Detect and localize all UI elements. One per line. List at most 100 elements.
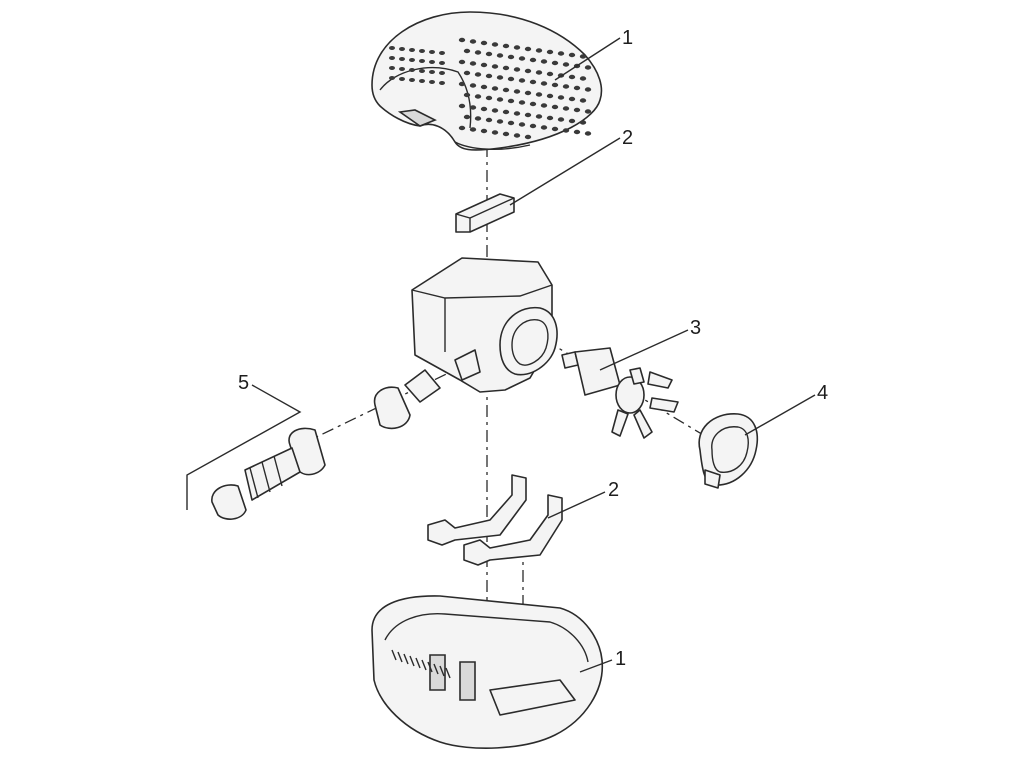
vent-hole <box>439 51 445 55</box>
vent-slot <box>403 653 409 665</box>
vent-hole <box>573 85 581 91</box>
vent-hole <box>463 92 471 98</box>
vent-slot <box>397 651 403 663</box>
vent-hole <box>513 67 521 72</box>
vent-hole <box>419 69 425 73</box>
vent-hole <box>573 107 581 113</box>
bottom-cover <box>371 595 604 749</box>
vent-hole <box>513 111 521 116</box>
vent-hole <box>399 77 405 81</box>
vent-hole <box>551 126 559 132</box>
vent-hole <box>513 89 521 94</box>
vent-hole <box>429 70 435 74</box>
vent-hole <box>502 43 510 49</box>
vent-hole <box>584 87 592 92</box>
vent-hole <box>439 81 445 85</box>
vent-hole <box>463 48 471 54</box>
vent-hole <box>480 128 488 134</box>
impeller-cap <box>698 413 759 489</box>
vent-hole <box>458 125 466 131</box>
vent-hole <box>540 81 548 86</box>
vent-hole <box>568 74 576 80</box>
vent-hole <box>535 70 543 75</box>
vent-slot <box>439 665 445 677</box>
vent-hole <box>529 79 537 85</box>
vent-hole <box>551 104 559 110</box>
vent-hole <box>474 50 482 55</box>
vent-hole <box>463 70 471 76</box>
top-cover-vent-holes <box>389 37 592 140</box>
vent-hole <box>496 97 504 102</box>
vent-hole <box>399 67 405 71</box>
vent-hole <box>524 90 532 96</box>
bracket-top <box>455 193 515 233</box>
vent-hole <box>458 37 466 43</box>
vent-slot <box>445 667 451 679</box>
vent-hole <box>524 112 532 118</box>
callout-impeller: 3 <box>690 317 701 339</box>
vent-hole <box>573 129 581 135</box>
vent-hole <box>480 40 488 46</box>
vent-hole <box>389 56 395 60</box>
vent-hole <box>469 83 477 88</box>
vent-hole <box>474 94 482 99</box>
vent-hole <box>485 117 493 123</box>
vent-hole <box>551 60 559 66</box>
top-cover <box>371 11 603 151</box>
vent-slot <box>415 657 421 669</box>
vent-hole <box>529 101 537 107</box>
vent-hole <box>469 61 477 66</box>
vent-hole <box>507 76 515 82</box>
vent-hole <box>491 108 499 113</box>
vent-hole <box>491 86 499 91</box>
vent-hole <box>469 39 477 44</box>
vent-hole <box>491 42 499 47</box>
vent-hole <box>540 103 548 108</box>
vent-hole <box>419 59 425 63</box>
vent-hole <box>399 57 405 61</box>
vent-hole <box>496 75 504 80</box>
vent-hole <box>562 62 570 67</box>
vent-hole <box>535 114 543 119</box>
vent-hole <box>513 133 521 138</box>
vent-hole <box>551 82 559 88</box>
vent-hole <box>485 51 493 57</box>
vent-hole <box>524 68 532 74</box>
callout-leaders <box>186 37 816 673</box>
vent-hole <box>540 59 548 64</box>
vent-hole <box>469 127 477 132</box>
vent-hole <box>458 59 466 65</box>
vent-hole <box>389 76 395 80</box>
vent-hole <box>502 65 510 71</box>
vent-hole <box>546 93 554 99</box>
vent-slot <box>433 663 439 675</box>
vent-hole <box>496 119 504 124</box>
vent-hole <box>474 116 482 121</box>
vent-hole <box>439 71 445 75</box>
vent-hole <box>409 68 415 72</box>
vent-hole <box>485 73 493 79</box>
vent-hole <box>579 120 587 125</box>
vent-hole <box>409 78 415 82</box>
vent-hole <box>524 134 532 140</box>
vent-hole <box>409 58 415 62</box>
vent-hole <box>568 96 576 102</box>
vent-hole <box>584 109 592 114</box>
vent-hole <box>429 80 435 84</box>
callout-labels: 1 2 3 4 5 2 1 <box>238 27 828 670</box>
pump-housing <box>411 257 558 393</box>
impeller <box>561 347 679 439</box>
callout-bracket-top: 2 <box>622 127 633 149</box>
vent-hole <box>480 84 488 90</box>
vent-hole <box>557 117 565 122</box>
vent-hole <box>463 114 471 120</box>
vent-hole <box>579 98 587 103</box>
vent-hole <box>562 84 570 89</box>
vent-hole <box>518 122 526 127</box>
vent-hole <box>485 95 493 101</box>
hose-connector <box>211 369 441 520</box>
vent-hole <box>562 106 570 111</box>
vent-hole <box>546 71 554 77</box>
vent-hole <box>399 47 405 51</box>
vent-hole <box>389 66 395 70</box>
